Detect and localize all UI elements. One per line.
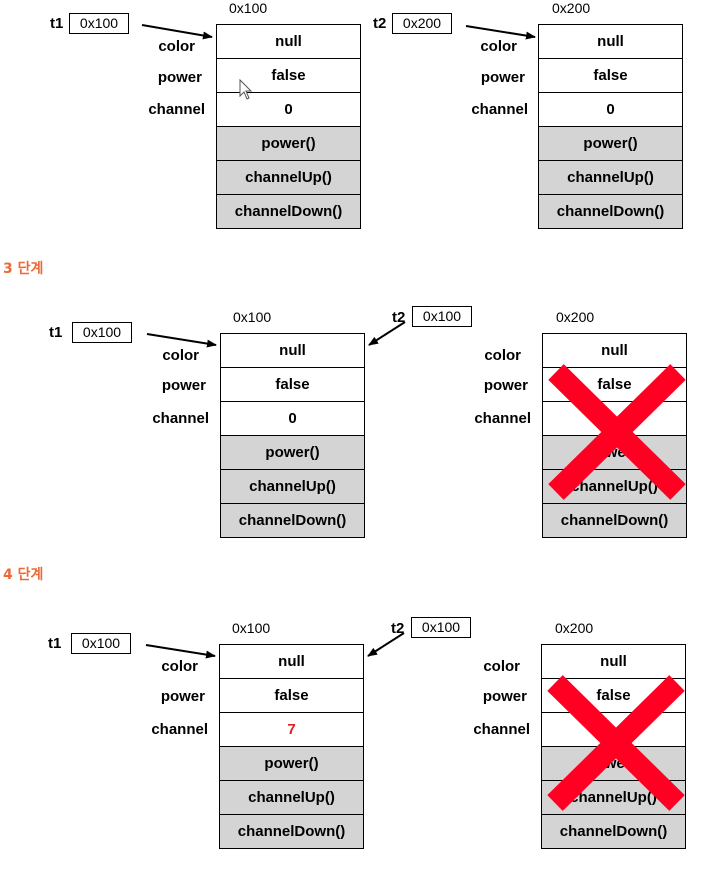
object1: null false 7 power() channelUp() channel… — [219, 644, 364, 849]
t2-reference: 0x200 — [392, 13, 452, 34]
field-label-channel: channel — [473, 721, 530, 738]
field-channel-value: 0 — [221, 402, 364, 436]
field-power-value: false — [220, 679, 363, 713]
field-label-power: power — [482, 688, 527, 705]
method-power: power() — [217, 127, 360, 161]
arrow-t2-to-object2 — [465, 25, 536, 40]
object1-address: 0x100 — [229, 0, 268, 16]
method-channel-down: channelDown() — [542, 815, 685, 848]
field-power-value: false — [221, 368, 364, 402]
field-label-channel: channel — [474, 410, 531, 427]
field-power-value: false — [217, 59, 360, 93]
field-label-channel: channel — [151, 721, 208, 738]
object2-address: 0x200 — [556, 309, 595, 325]
field-power-value: false — [543, 368, 686, 402]
method-channel-up: channelUp() — [539, 161, 682, 195]
var-t2: t2 — [373, 15, 387, 32]
var-t1: t1 — [50, 15, 64, 32]
field-channel-value: 0 — [217, 93, 360, 127]
field-channel-value: 0 — [539, 93, 682, 127]
method-channel-down: channelDown() — [221, 504, 364, 537]
method-power: power() — [220, 747, 363, 781]
object2-garbage: null false power() channelUp() channelDo… — [541, 644, 686, 849]
field-label-color: color — [161, 658, 198, 675]
object2: null false 0 power() channelUp() channel… — [538, 24, 683, 229]
method-channel-down: channelDown() — [539, 195, 682, 228]
field-color-value: null — [221, 334, 364, 368]
method-power: power() — [221, 436, 364, 470]
method-power: power() — [543, 436, 686, 470]
t2-reference: 0x100 — [411, 617, 471, 638]
field-label-channel: channel — [152, 410, 209, 427]
var-t1: t1 — [48, 635, 62, 652]
t2-reference: 0x100 — [412, 306, 472, 327]
object2-address: 0x200 — [552, 0, 591, 16]
t1-reference: 0x100 — [71, 633, 131, 654]
field-label-power: power — [483, 377, 528, 394]
field-color-value: null — [543, 334, 686, 368]
arrow-t1-to-object1 — [141, 24, 213, 40]
object1-address: 0x100 — [232, 620, 271, 636]
field-channel-value-changed: 7 — [220, 713, 363, 747]
field-channel-value — [543, 402, 686, 436]
t1-reference: 0x100 — [69, 13, 129, 34]
method-channel-up: channelUp() — [542, 781, 685, 815]
field-label-power: power — [157, 69, 202, 86]
method-channel-down: channelDown() — [543, 504, 686, 537]
stage-3-title: 3 단계 — [3, 261, 44, 277]
var-t1: t1 — [49, 324, 63, 341]
field-color-value: null — [217, 25, 360, 59]
field-label-channel: channel — [148, 101, 205, 118]
field-color-value: null — [220, 645, 363, 679]
object1-address: 0x100 — [233, 309, 272, 325]
stage-4-title: 4 단계 — [3, 567, 44, 583]
method-channel-up: channelUp() — [217, 161, 360, 195]
t1-reference: 0x100 — [72, 322, 132, 343]
object2-address: 0x200 — [555, 620, 594, 636]
method-channel-up: channelUp() — [220, 781, 363, 815]
method-channel-up: channelUp() — [543, 470, 686, 504]
field-label-color: color — [484, 347, 521, 364]
object1: null false 0 power() channelUp() channel… — [216, 24, 361, 229]
method-channel-down: channelDown() — [217, 195, 360, 228]
method-channel-down: channelDown() — [220, 815, 363, 848]
field-color-value: null — [542, 645, 685, 679]
field-label-power: power — [480, 69, 525, 86]
field-power-value: false — [542, 679, 685, 713]
method-power: power() — [542, 747, 685, 781]
field-color-value: null — [539, 25, 682, 59]
field-power-value: false — [539, 59, 682, 93]
object2-garbage: null false power() channelUp() channelDo… — [542, 333, 687, 538]
object1: null false 0 power() channelUp() channel… — [220, 333, 365, 538]
field-label-channel: channel — [471, 101, 528, 118]
field-label-color: color — [162, 347, 199, 364]
field-channel-value — [542, 713, 685, 747]
field-label-color: color — [483, 658, 520, 675]
arrow-t1-to-object1 — [146, 333, 217, 348]
var-t2: t2 — [392, 309, 406, 326]
field-label-power: power — [160, 688, 205, 705]
method-channel-up: channelUp() — [221, 470, 364, 504]
arrow-t1-to-object1 — [145, 644, 216, 659]
field-label-power: power — [161, 377, 206, 394]
field-label-color: color — [480, 38, 517, 55]
field-label-color: color — [158, 38, 195, 55]
var-t2: t2 — [391, 620, 405, 637]
method-power: power() — [539, 127, 682, 161]
